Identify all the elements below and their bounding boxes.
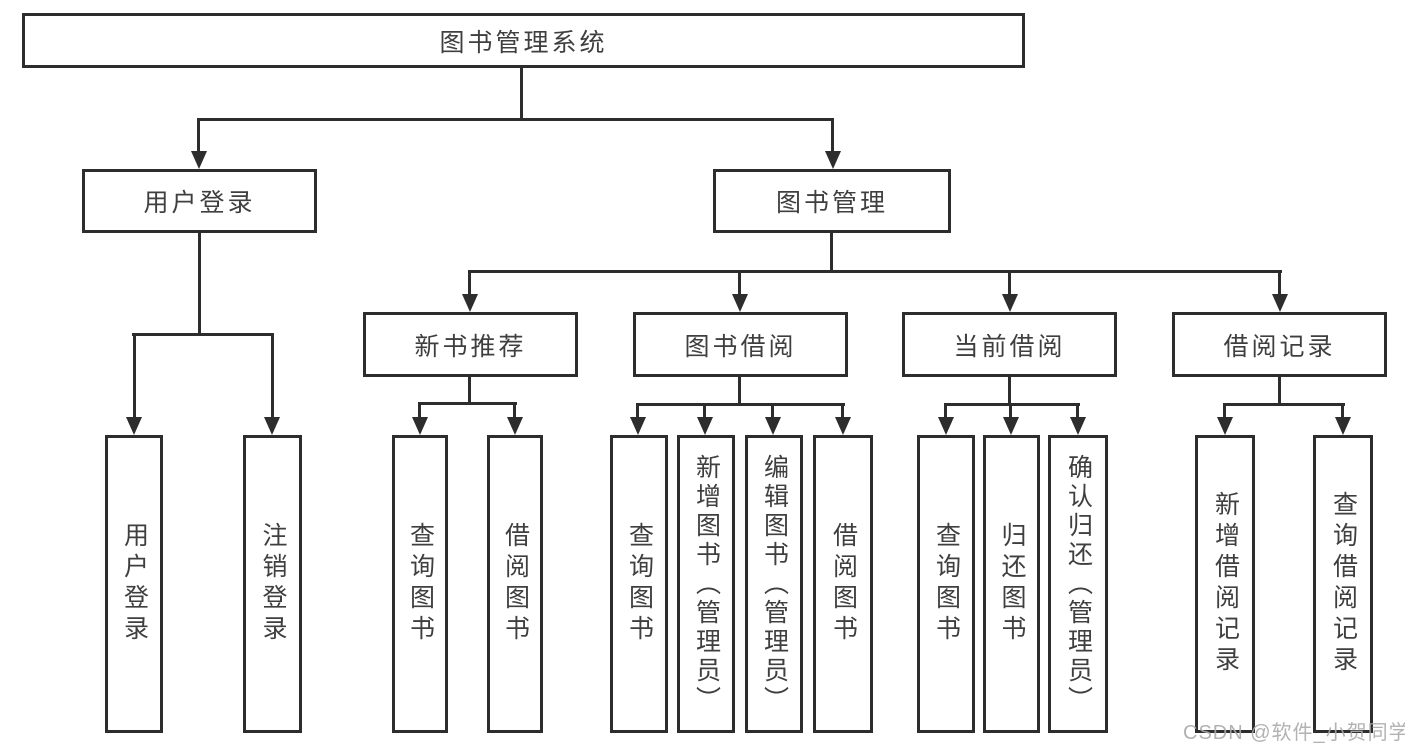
- connector-borrowing-stem: [738, 377, 741, 405]
- connector-current-rail: [944, 403, 1080, 406]
- leaf-query-borrow-record-label: 查询借阅记录: [1329, 491, 1358, 677]
- connector-book-management-rail: [468, 270, 1282, 273]
- connector-user-login-stem: [198, 233, 201, 336]
- connector-to-leaf-logout: [271, 333, 274, 417]
- connector-to-leaf-add-book: [703, 403, 706, 419]
- leaf-confirm-return-admin-label: 确认归还（管理员）: [1064, 453, 1093, 715]
- arrowhead-book-borrowing: [732, 294, 748, 312]
- leaf-logout: 注销登录: [243, 435, 302, 733]
- leaf-user-login: 用户登录: [105, 435, 163, 733]
- connector-borrowing-rail: [636, 403, 845, 406]
- leaf-query-books-recommend: 查询图书: [392, 435, 448, 733]
- arrowhead-leaf-logout: [264, 417, 280, 435]
- connector-to-leaf-edit-book: [771, 403, 774, 419]
- connector-to-leaf-add-record: [1223, 403, 1226, 419]
- arrowhead-leaf-borrow-recommend: [507, 417, 523, 435]
- leaf-borrow-books-borrowing: 借阅图书: [813, 435, 873, 733]
- leaf-add-borrow-record-label: 新增借阅记录: [1211, 491, 1240, 677]
- leaf-borrow-books-recommend-label: 借阅图书: [501, 522, 530, 646]
- node-book-borrowing: 图书借阅: [633, 312, 848, 377]
- arrowhead-leaf-add-book: [697, 417, 713, 435]
- connector-root-rail: [197, 118, 834, 121]
- connector-root-stem: [520, 68, 523, 120]
- leaf-add-borrow-record: 新增借阅记录: [1195, 435, 1255, 733]
- leaf-user-login-label: 用户登录: [120, 522, 149, 646]
- node-library-management-system: 图书管理系统: [22, 13, 1025, 68]
- connector-to-current-borrowing: [1008, 270, 1011, 296]
- connector-to-leaf-query-borrowing: [636, 403, 639, 419]
- leaf-edit-book-admin: 编辑图书（管理员）: [745, 435, 803, 733]
- arrowhead-leaf-return-book: [1003, 417, 1019, 435]
- leaf-edit-book-admin-label: 编辑图书（管理员）: [760, 453, 789, 715]
- connector-to-leaf-user-login: [133, 333, 136, 417]
- arrowhead-new-book-recommendation: [462, 294, 478, 312]
- csdn-watermark: CSDN @软件_小贺同学: [1183, 722, 1405, 744]
- connector-current-stem: [1008, 377, 1011, 405]
- arrowhead-leaf-edit-book: [765, 417, 781, 435]
- leaf-borrow-books-recommend: 借阅图书: [487, 435, 543, 733]
- leaf-logout-label: 注销登录: [259, 522, 287, 646]
- leaf-query-borrow-record: 查询借阅记录: [1313, 435, 1373, 733]
- leaf-query-books-recommend-label: 查询图书: [406, 522, 435, 646]
- connector-to-leaf-confirm-return: [1076, 403, 1079, 419]
- connector-to-user-login: [197, 118, 200, 153]
- leaf-query-books-current: 查询图书: [917, 435, 975, 733]
- connector-to-book-borrowing: [738, 270, 741, 296]
- arrowhead-current-borrowing: [1002, 294, 1018, 312]
- node-user-login: 用户登录: [82, 169, 317, 233]
- connector-to-leaf-query-record: [1341, 403, 1344, 419]
- connector-recommend-stem: [468, 377, 471, 404]
- arrowhead-leaf-query-current: [938, 417, 954, 435]
- connector-to-leaf-borrow-borrowing: [841, 403, 844, 419]
- leaf-add-book-admin: 新增图书（管理员）: [677, 435, 735, 733]
- arrowhead-leaf-add-record: [1217, 417, 1233, 435]
- connector-to-leaf-query-current: [944, 403, 947, 419]
- leaf-add-book-admin-label: 新增图书（管理员）: [692, 453, 721, 715]
- arrowhead-leaf-query-recommend: [412, 417, 428, 435]
- connector-to-leaf-borrow-recommend: [513, 402, 516, 419]
- node-new-book-recommendation: 新书推荐: [363, 312, 578, 377]
- leaf-query-books-current-label: 查询图书: [932, 522, 961, 646]
- node-book-management: 图书管理: [713, 169, 951, 233]
- arrowhead-leaf-borrow-borrowing: [835, 417, 851, 435]
- arrowhead-leaf-query-borrowing: [630, 417, 646, 435]
- leaf-query-books-borrowing-label: 查询图书: [625, 522, 654, 646]
- connector-records-stem: [1278, 377, 1281, 405]
- node-borrowing-records: 借阅记录: [1172, 312, 1387, 377]
- connector-to-leaf-query-recommend: [418, 402, 421, 419]
- connector-user-login-rail: [132, 333, 274, 336]
- node-current-borrowing: 当前借阅: [902, 312, 1117, 377]
- leaf-query-books-borrowing: 查询图书: [610, 435, 668, 733]
- connector-to-new-book-recommendation: [468, 270, 471, 296]
- connector-book-management-stem: [830, 233, 833, 273]
- arrowhead-book-management: [825, 151, 841, 169]
- arrowhead-leaf-user-login: [126, 417, 142, 435]
- connector-records-rail: [1223, 403, 1345, 406]
- leaf-borrow-books-borrowing-label: 借阅图书: [829, 522, 858, 646]
- connector-to-book-management: [831, 118, 834, 153]
- arrowhead-user-login: [191, 151, 207, 169]
- leaf-return-book: 归还图书: [983, 435, 1040, 733]
- arrowhead-leaf-query-record: [1335, 417, 1351, 435]
- leaf-return-book-label: 归还图书: [998, 522, 1026, 646]
- leaf-confirm-return-admin: 确认归还（管理员）: [1048, 435, 1108, 733]
- connector-to-leaf-return-book: [1009, 403, 1012, 419]
- connector-to-borrowing-records: [1278, 270, 1281, 296]
- connector-recommend-rail: [418, 402, 517, 405]
- arrowhead-leaf-confirm-return: [1070, 417, 1086, 435]
- arrowhead-borrowing-records: [1272, 294, 1288, 312]
